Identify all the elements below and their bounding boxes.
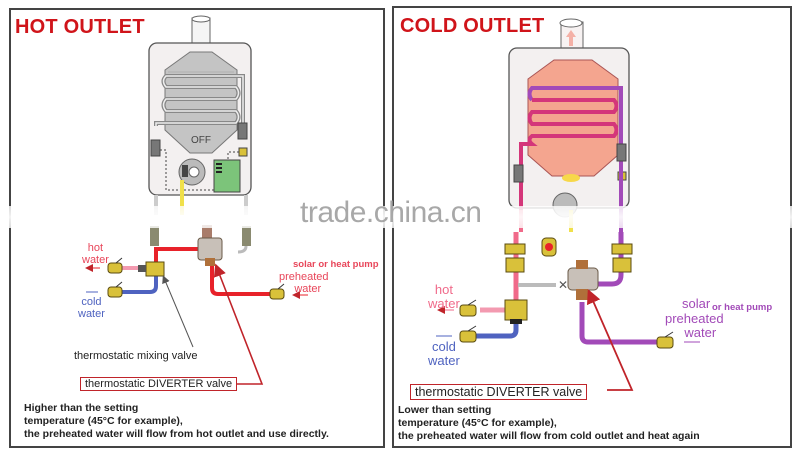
- mixing-valve-label: thermostatic mixing valve: [74, 350, 198, 362]
- hot-water-ball-valve: [459, 299, 477, 317]
- water-valve: [238, 147, 248, 157]
- watermark-band: [0, 206, 800, 228]
- cold-water-ball-valve: [107, 281, 123, 298]
- pipe-fitting: [202, 225, 212, 241]
- water-flow-sensor: [616, 143, 627, 162]
- closed-valve-x-icon: ✕: [558, 278, 568, 292]
- hot-panel-piping: [85, 225, 308, 385]
- thermostatic-diverter-valve: [197, 237, 223, 261]
- preheated-water-ball-valve: [269, 283, 285, 300]
- burner-flame-icon: [562, 174, 580, 182]
- fan-motor: [182, 165, 188, 177]
- gas-valve: [545, 243, 553, 251]
- hot-water-ball-valve: [107, 257, 123, 274]
- flue-top: [191, 15, 211, 23]
- temperature-sensor: [150, 139, 161, 157]
- hot-panel-caption: Higher than the setting temperature (45°…: [24, 402, 329, 440]
- solar-source-label: solar or heat pump: [293, 259, 379, 270]
- diverter-valve-label: thermostatic DIVERTER valve: [80, 377, 238, 391]
- preheated-water-ball-valve: [656, 331, 674, 349]
- thermostatic-diverter-valve: [567, 267, 599, 291]
- heater-status-label: OFF: [191, 135, 211, 146]
- heat-exchanger-heated: [527, 59, 619, 177]
- cold-water-ball-valve: [459, 325, 477, 343]
- solar-label: solar: [682, 296, 711, 311]
- hot-outlet-title: HOT OUTLET: [15, 16, 145, 38]
- cold-water-heater: [508, 18, 630, 232]
- water-flow-sensor: [237, 122, 248, 140]
- cold-panel-caption: Lower than setting temperature (45°C for…: [398, 404, 700, 442]
- heat-exchanger-coils: [527, 86, 623, 165]
- temperature-sensor: [513, 164, 524, 183]
- control-board: [213, 159, 241, 193]
- thermostatic-mixing-valve: [504, 299, 528, 321]
- exhaust-arrow-icon: [566, 30, 576, 46]
- diverter-valve-pointer: [213, 263, 264, 385]
- watermark: trade.china.cn: [300, 196, 482, 229]
- hot-water-heater: OFF: [148, 15, 252, 215]
- diverter-valve-label: thermostatic DIVERTER valve: [410, 384, 588, 400]
- pipe-fitting: [242, 226, 251, 246]
- thermostatic-mixing-valve: [145, 261, 165, 277]
- heat-pump-label: or heat pump: [712, 302, 773, 313]
- cold-outlet-title: COLD OUTLET: [400, 15, 545, 37]
- pipe-fitting: [150, 226, 159, 246]
- cold-panel-piping: ✕: [436, 232, 700, 391]
- mixing-valve-pointer: [162, 275, 194, 348]
- diverter-valve-pointer: [587, 289, 634, 391]
